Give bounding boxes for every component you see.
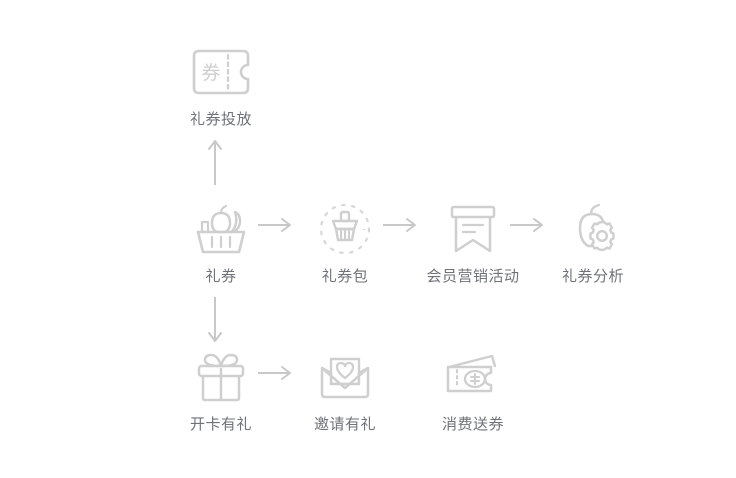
voucher-stack-money-icon: [441, 348, 505, 406]
gift-box-icon: [189, 348, 253, 406]
connector-coupon-to-pack: [257, 216, 295, 234]
node-label: 开卡有礼: [189, 415, 252, 433]
node-label: 会员营销活动: [426, 267, 520, 285]
node-coupon-pack[interactable]: 礼券包: [285, 200, 405, 286]
apple-gear-icon: [561, 200, 625, 258]
connector-card-gift-to-invite: [257, 364, 295, 382]
coupon-ticket-icon: 券: [189, 43, 253, 101]
connector-coupon-to-release: [206, 140, 224, 186]
broom-dial-icon: [313, 200, 377, 258]
connector-pack-to-campaign: [382, 216, 420, 234]
node-campaign[interactable]: 会员营销活动: [413, 200, 533, 286]
shopping-basket-fruit-icon: [189, 200, 253, 258]
node-coupon-release[interactable]: 券 礼券投放: [161, 43, 281, 129]
node-label: 消费送券: [441, 415, 504, 433]
node-label: 礼券分析: [561, 267, 624, 285]
node-spend-coupon[interactable]: 消费送券: [413, 348, 533, 434]
node-label: 礼券包: [321, 267, 369, 285]
connector-campaign-to-analysis: [509, 216, 547, 234]
node-analysis[interactable]: 礼券分析: [533, 200, 653, 286]
svg-text:券: 券: [201, 62, 220, 84]
node-label: 礼券投放: [189, 110, 252, 128]
bookmark-banner-icon: [441, 200, 505, 258]
node-label: 邀请有礼: [313, 415, 376, 433]
node-label: 礼券: [205, 267, 237, 285]
envelope-heart-icon: [313, 348, 377, 406]
node-invite-gift[interactable]: 邀请有礼: [285, 348, 405, 434]
node-card-gift[interactable]: 开卡有礼: [161, 348, 281, 434]
node-coupon[interactable]: 礼券: [161, 200, 281, 286]
connector-coupon-to-card-gift: [206, 296, 224, 342]
